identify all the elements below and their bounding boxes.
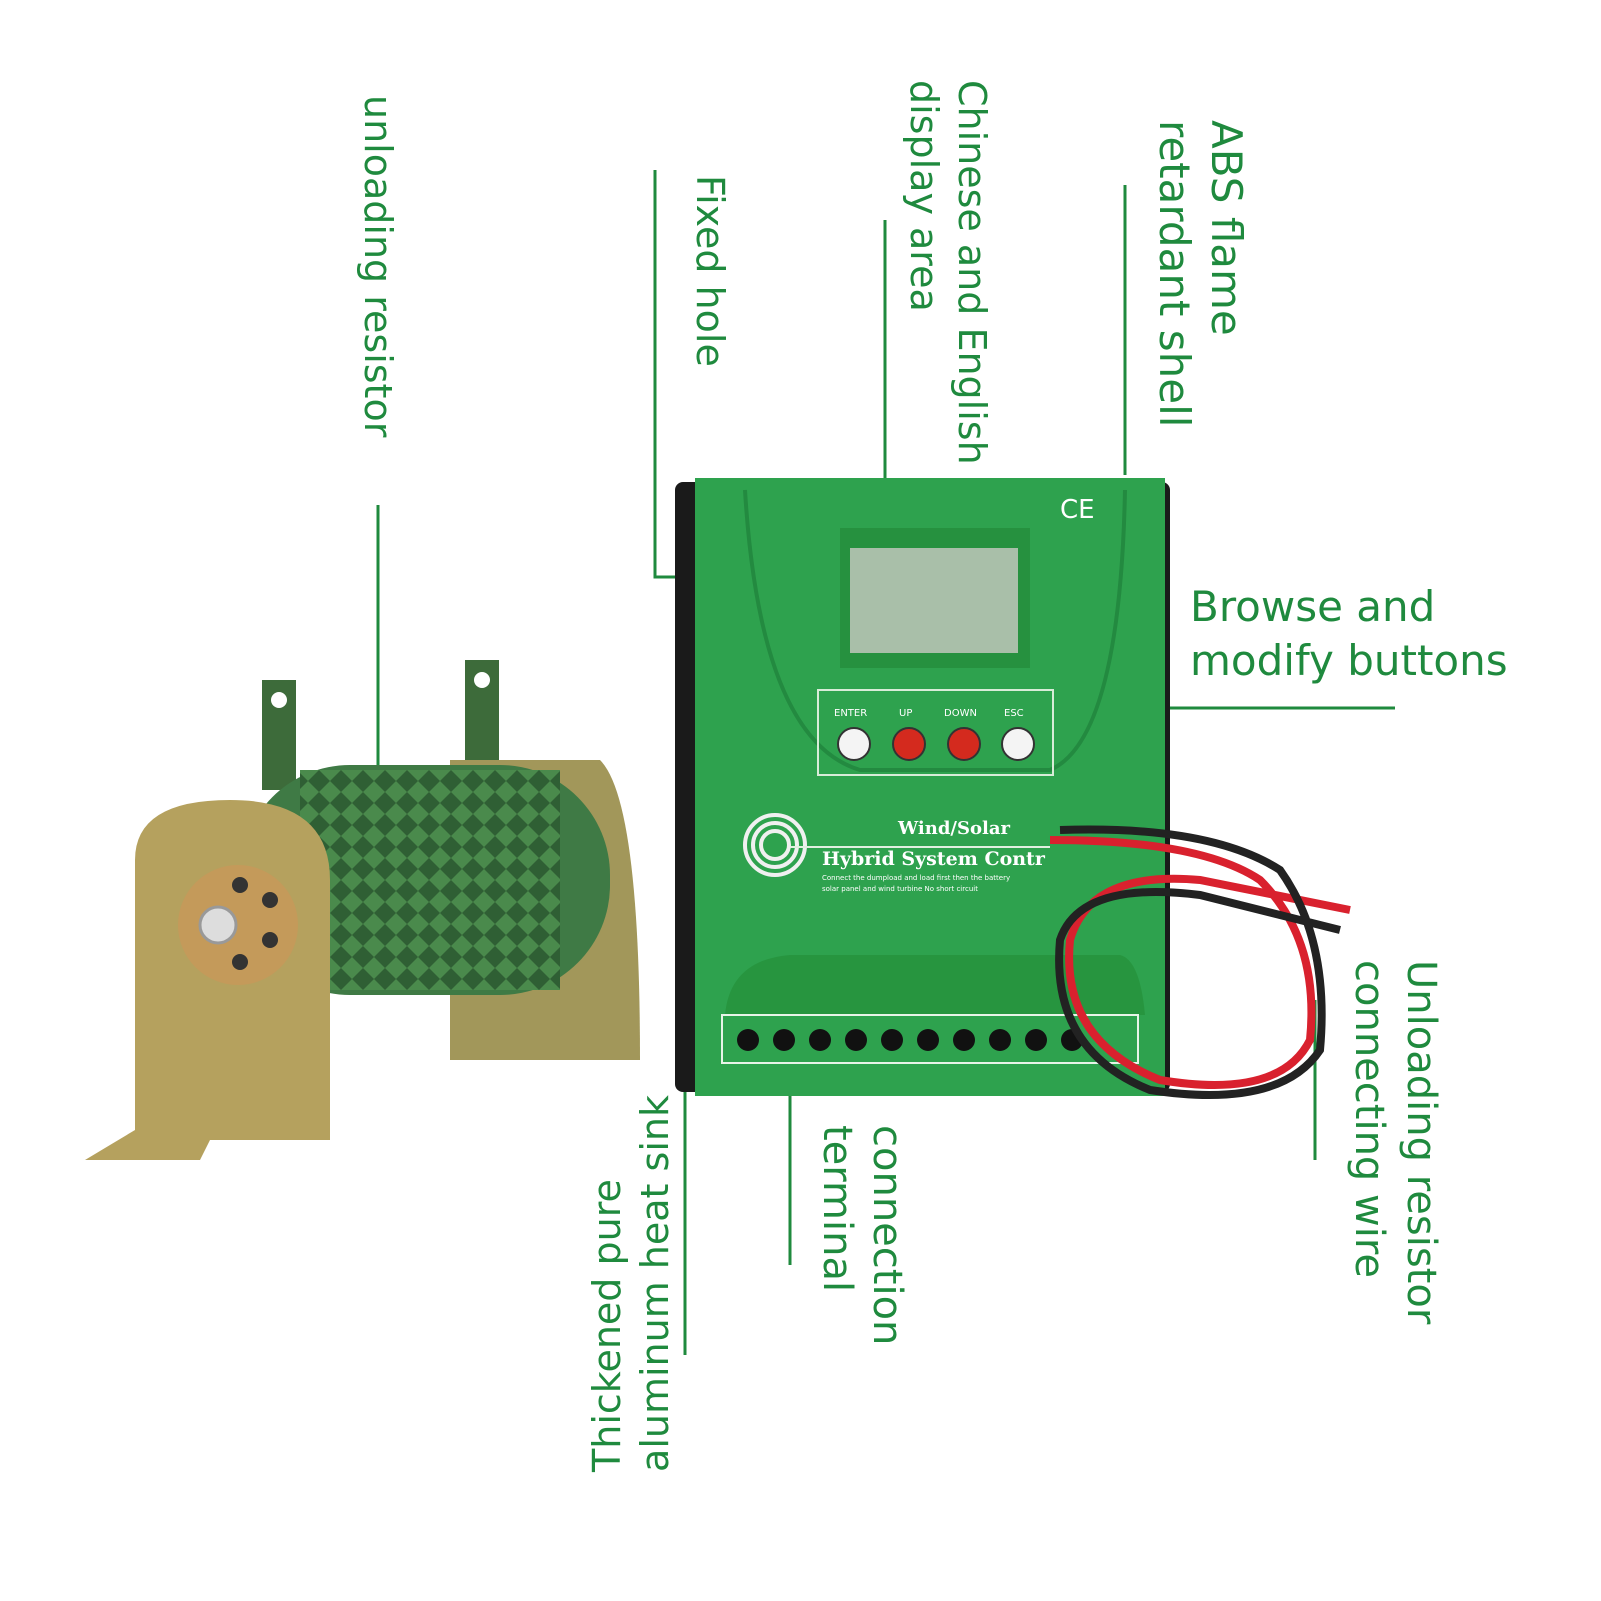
label-text-line1: connection (864, 1125, 910, 1346)
label-text-line1: Unloading resistor (1398, 960, 1444, 1325)
connecting-wire (1049, 825, 1351, 1099)
terminal-block (721, 1014, 1139, 1064)
label-text-line2: connecting wire (1346, 960, 1392, 1279)
label-connection-terminal: connection terminal (812, 1125, 912, 1345)
down-button (947, 727, 981, 761)
label-abs-shell: ABS flame retardant shell (1148, 120, 1252, 427)
label-text-line2: display area (902, 80, 946, 312)
device-title-line1: Wind/Solar (898, 818, 1010, 839)
ce-mark: CE (1060, 495, 1095, 525)
enter-button (837, 727, 871, 761)
device-note-line2: solar panel and wind turbine No short ci… (822, 885, 978, 893)
label-text-line1: Chinese and English (950, 80, 994, 465)
button-up-label: UP (899, 708, 913, 719)
label-text-line1: ABS flame (1202, 120, 1251, 336)
label-display-area: Chinese and English display area (900, 80, 996, 465)
label-connecting-wire: Unloading resistor connecting wire (1343, 960, 1447, 1324)
label-text-line1: Thickened pure (585, 1179, 629, 1472)
resistor-bracket-front (85, 800, 330, 1160)
device-note-line1: Connect the dumpload and load first then… (822, 874, 1011, 882)
button-down-label: DOWN (944, 708, 977, 719)
resistor-illustration (85, 660, 640, 1160)
up-button (892, 727, 926, 761)
label-text-line2: retardant shell (1150, 120, 1199, 428)
label-text-line2: modify buttons (1190, 636, 1508, 685)
label-text: unloading resistor (356, 95, 400, 438)
button-enter-label: ENTER (834, 708, 868, 719)
label-browse-buttons: Browse and modify buttons (1190, 580, 1508, 688)
label-fixed-hole: Fixed hole (686, 175, 734, 367)
esc-button (1001, 727, 1035, 761)
label-text-line2: terminal (814, 1125, 860, 1293)
brand-logo-icon (743, 813, 807, 877)
label-unloading-resistor: unloading resistor (354, 95, 402, 437)
button-panel (817, 689, 1054, 776)
label-text: Fixed hole (688, 175, 732, 367)
label-text-line1: Browse and (1190, 582, 1436, 631)
label-text-line2: aluminum heat sink (633, 1095, 677, 1472)
controller-illustration (675, 478, 1351, 1099)
terminal-screws (737, 1029, 1083, 1051)
label-heat-sink: Thickened pure aluminum heat sink (583, 1095, 679, 1472)
lcd-display (850, 548, 1018, 653)
device-title-line2: Hybrid System Contr (822, 848, 1045, 870)
button-esc-label: ESC (1004, 708, 1024, 719)
